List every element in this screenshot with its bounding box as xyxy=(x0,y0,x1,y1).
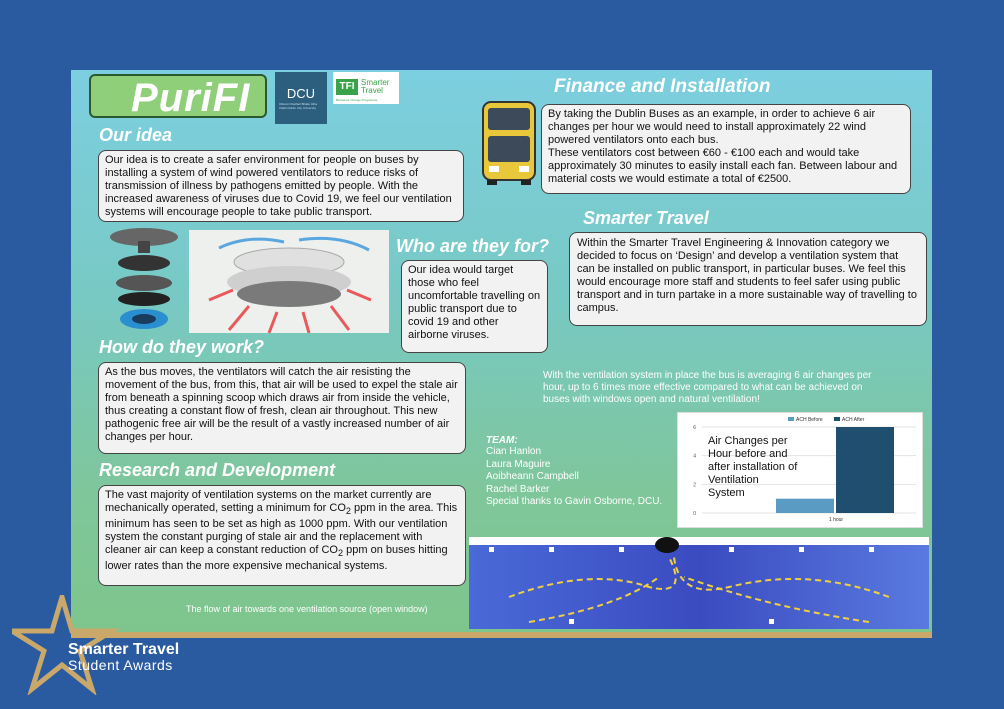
stat-text: With the ventilation system in place the… xyxy=(543,370,872,405)
x-tick-label: 1 hour xyxy=(829,517,844,523)
ventilator-parts-image xyxy=(110,228,178,329)
team-block: TEAM: Cian Hanlon Laura Maguire Aoibhean… xyxy=(486,435,666,509)
dcu-name: DCU xyxy=(286,86,316,101)
team-title: TEAM: xyxy=(486,435,518,446)
who-text: Our idea would target those who feel unc… xyxy=(408,264,541,341)
y-tick-label: 0 xyxy=(693,511,696,517)
y-tick-label: 4 xyxy=(693,454,696,460)
legend-label: ACH Before xyxy=(796,417,823,423)
y-tick-label: 2 xyxy=(693,482,696,488)
research-text: The vast majority of ventilation systems… xyxy=(105,489,459,573)
co2-subscript-1: 2 xyxy=(345,506,351,517)
poster-bottom-bar xyxy=(71,632,932,638)
dcu-logo: DCU Ollscoil Chathair Bhaile Átha Cliath… xyxy=(275,72,327,124)
team-member: Laura Maguire xyxy=(486,458,551,470)
bar xyxy=(776,498,834,513)
poster: PuriFI DCU Ollscoil Chathair Bhaile Átha… xyxy=(71,70,932,638)
award-title: Smarter Travel xyxy=(68,641,180,658)
flow-caption: The flow of air towards one ventilation … xyxy=(186,604,428,614)
purifi-logo: PuriFI xyxy=(89,74,267,120)
tfi-name-line1: Smarter xyxy=(361,78,390,87)
bar xyxy=(836,427,894,513)
ach-chart: 0 2 4 6 ACH Before ACH After 1 hour Air Change… xyxy=(677,412,923,528)
research-text-c: ppm on buses hitting lower rates than th… xyxy=(105,544,448,573)
dcu-subtitle: Ollscoil Chathair Bhaile Átha Cliath Dub… xyxy=(279,102,318,110)
tfi-subtitle: Behaviour Change Programme xyxy=(336,98,378,102)
legend-label: ACH After xyxy=(842,417,865,423)
chart-title: Air Changes per Hour before and after in… xyxy=(708,435,798,499)
who-box: Our idea would target those who feel unc… xyxy=(401,260,548,353)
team-member: Rachel Barker xyxy=(486,483,550,495)
award-subtitle: Student Awards xyxy=(68,657,173,673)
how-text: As the bus moves, the ventilators will c… xyxy=(105,366,458,443)
research-box: The vast majority of ventilation systems… xyxy=(98,485,466,586)
how-box: As the bus moves, the ventilators will c… xyxy=(98,362,466,454)
idea-text: Our idea is to create a safer environmen… xyxy=(105,154,452,218)
smarter-box: Within the Smarter Travel Engineering & … xyxy=(569,232,927,326)
airflow-simulation-image xyxy=(469,537,929,629)
tfi-mark: TFI xyxy=(336,79,358,95)
who-heading: Who are they for? xyxy=(396,236,550,256)
ventilator-airflow-image xyxy=(189,230,389,334)
logo-title: PuriFI xyxy=(131,76,251,120)
idea-heading: Our idea xyxy=(99,125,173,145)
legend-swatch xyxy=(834,417,840,421)
co2-subscript-2: 2 xyxy=(337,548,344,559)
finance-text-2: These ventilators cost between €60 - €10… xyxy=(548,147,898,185)
smarter-heading: Smarter Travel xyxy=(583,208,709,228)
team-member: Cian Hanlon xyxy=(486,446,542,457)
y-tick-label: 6 xyxy=(693,425,696,431)
research-heading: Research and Development xyxy=(99,460,336,480)
bus-icon xyxy=(482,101,536,185)
research-text-a: The vast majority of ventilation systems… xyxy=(105,489,432,514)
finance-text-1: By taking the Dublin Buses as an example… xyxy=(548,108,876,146)
tfi-logo: TFI Smarter Travel Behaviour Change Prog… xyxy=(333,72,399,104)
team-thanks: Special thanks to Gavin Osborne, DCU. xyxy=(486,496,663,507)
finance-heading: Finance and Installation xyxy=(554,76,771,97)
idea-box: Our idea is to create a safer environmen… xyxy=(98,150,464,222)
team-member: Aoibheann Campbell xyxy=(486,471,579,482)
research-text-b: ppm in the area. This minimum has seen t… xyxy=(105,502,458,557)
award-star-icon xyxy=(12,595,121,695)
finance-box: By taking the Dublin Buses as an example… xyxy=(541,104,911,194)
tfi-name-line2: Travel xyxy=(361,86,383,95)
ach-chart-svg: 0 2 4 6 ACH Before ACH After 1 hour xyxy=(693,417,916,523)
smarter-text: Within the Smarter Travel Engineering & … xyxy=(577,237,917,314)
how-heading: How do they work? xyxy=(99,337,265,357)
legend-swatch xyxy=(788,417,794,421)
tfi-name: Smarter Travel xyxy=(361,79,389,95)
